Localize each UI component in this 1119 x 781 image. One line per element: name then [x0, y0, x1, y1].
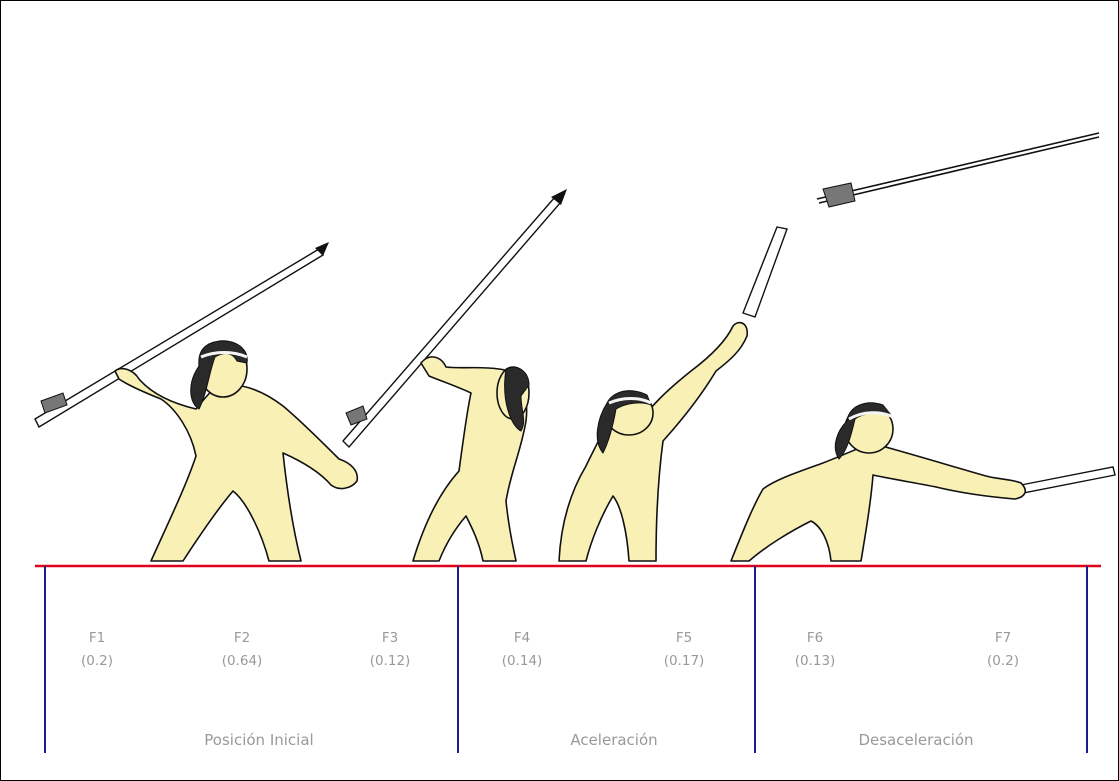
frame-f5-value: (0.17) [664, 653, 705, 669]
frame-f5-id: F5 [676, 630, 692, 646]
thrower-figure-4 [731, 133, 1115, 561]
spear-1 [35, 242, 329, 427]
frame-f6-id: F6 [807, 630, 823, 646]
thrower-figure-1 [35, 242, 357, 561]
stick-4 [1021, 467, 1115, 493]
frame-f3-value: (0.12) [370, 653, 411, 669]
frame-f6-value: (0.13) [795, 653, 836, 669]
released-spear [817, 133, 1099, 207]
frame-f7-id: F7 [995, 630, 1011, 646]
frame-f2-value: (0.64) [222, 653, 263, 669]
phase-acceleration-label: Aceleración [570, 731, 657, 749]
frame-f4-id: F4 [514, 630, 530, 646]
phase-deceleration-label: Desaceleración [858, 731, 973, 749]
frame-f2-id: F2 [234, 630, 250, 646]
phase-initial-label: Posición Inicial [204, 731, 313, 749]
spear-2 [343, 189, 567, 447]
frame-f4-value: (0.14) [502, 653, 543, 669]
spear-3 [743, 227, 787, 317]
frame-f7-value: (0.2) [987, 653, 1019, 669]
frame-f1-id: F1 [89, 630, 105, 646]
frame-f1-value: (0.2) [81, 653, 113, 669]
frame-f3-id: F3 [382, 630, 398, 646]
thrower-figure-2 [343, 189, 567, 561]
